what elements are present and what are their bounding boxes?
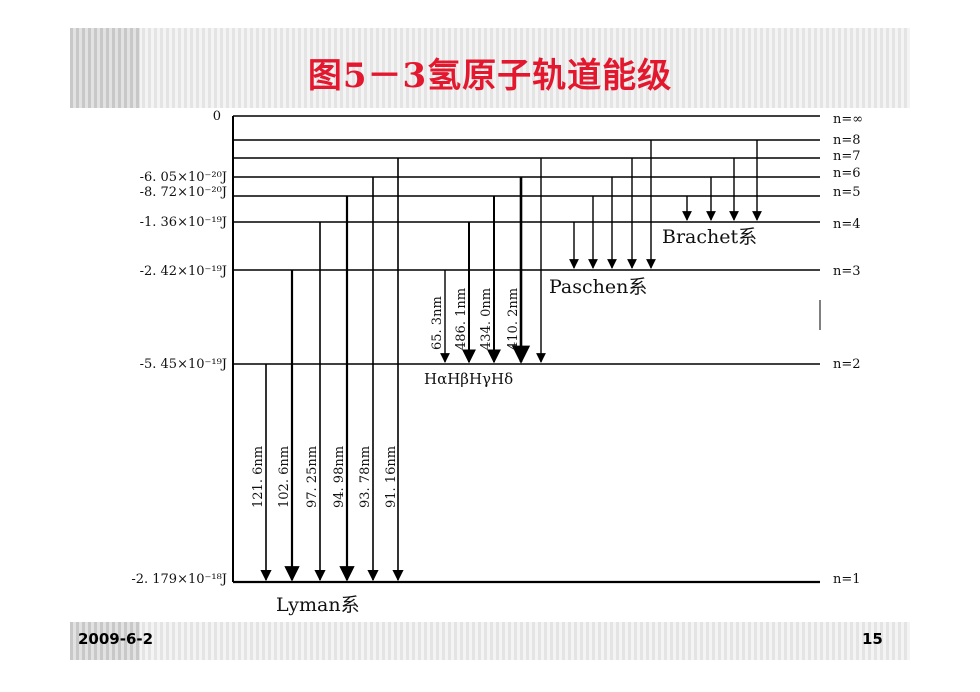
energy-label-2: -5. 45×10⁻¹⁹J <box>140 357 227 372</box>
page-number: 15 <box>862 630 883 648</box>
lyman-wavelength-3: 97. 25nm <box>305 446 320 508</box>
brachet-series-label: Brachet系 <box>662 226 757 248</box>
lyman-wavelength-1: 121. 6nm <box>251 446 266 508</box>
n-label-4: n=4 <box>833 217 861 232</box>
n-label-6: n=6 <box>833 166 861 181</box>
lyman-series-label: Lyman系 <box>276 594 360 616</box>
balmer-wavelength-4: 410. 2nm <box>506 288 521 350</box>
balmer-line-names: HαHβHγHδ <box>424 370 513 388</box>
n-label-3: n=3 <box>833 264 861 279</box>
footer-band <box>70 622 910 660</box>
title-band <box>70 28 910 108</box>
energy-label-4: -1. 36×10⁻¹⁹J <box>140 215 227 230</box>
lyman-wavelength-6: 91. 16nm <box>384 446 399 508</box>
energy-label-inf: 0 <box>213 109 221 124</box>
n-label-inf: n=∞ <box>833 112 863 127</box>
balmer-wavelength-3: 434. 0nm <box>479 288 494 350</box>
slide-title: 图5－3氢原子轨道能级 <box>307 56 673 96</box>
n-label-8: n=8 <box>833 133 861 148</box>
lyman-wavelength-4: 94. 98nm <box>332 446 347 508</box>
balmer-wavelength-2: 486. 1nm <box>454 288 469 350</box>
lyman-wavelength-2: 102. 6nm <box>277 446 292 508</box>
n-label-1: n=1 <box>833 572 861 587</box>
energy-label-6: -6. 05×10⁻²⁰J <box>140 170 227 185</box>
balmer-wavelength-1: 65. 3nm <box>430 296 445 350</box>
n-label-5: n=5 <box>833 185 861 200</box>
energy-label-3: -2. 42×10⁻¹⁹J <box>140 264 227 279</box>
paschen-series-label: Paschen系 <box>549 276 647 298</box>
footer-date: 2009-6-2 <box>78 630 154 648</box>
lyman-wavelength-5: 93. 78nm <box>358 446 373 508</box>
energy-label-5: -8. 72×10⁻²⁰J <box>140 185 227 200</box>
n-label-2: n=2 <box>833 357 861 372</box>
energy-label-1: -2. 179×10⁻¹⁸J <box>131 572 227 587</box>
n-label-7: n=7 <box>833 149 861 164</box>
